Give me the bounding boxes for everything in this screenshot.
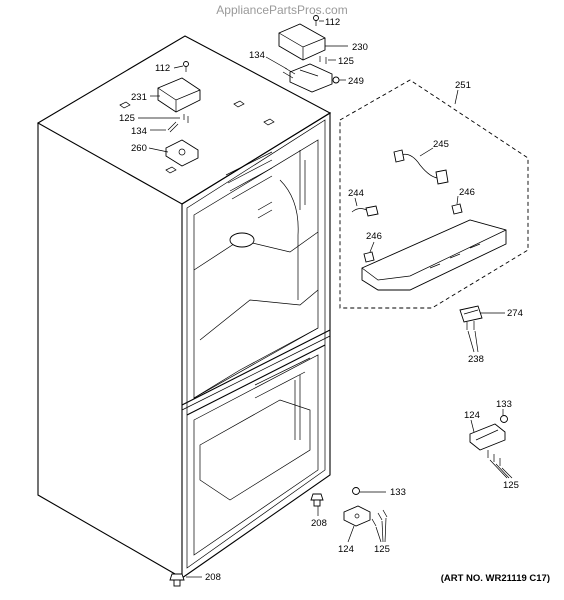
label-231: 231 xyxy=(131,92,147,103)
leader-lines xyxy=(138,20,513,578)
label-125-left: 125 xyxy=(119,113,135,124)
watermark: AppliancePartsPros.com xyxy=(216,3,348,17)
label-124-right: 124 xyxy=(464,410,480,421)
bracket-124-bottom xyxy=(343,487,388,527)
bracket-124-right xyxy=(469,415,508,466)
refrigerator-cabinet xyxy=(36,35,332,579)
label-208-front: 208 xyxy=(311,518,327,529)
label-134-top: 134 xyxy=(249,50,265,61)
label-112-top: 112 xyxy=(325,17,340,28)
label-133-right: 133 xyxy=(496,399,512,410)
art-number: (ART NO. WR21119 C17) xyxy=(440,573,550,584)
label-249: 249 xyxy=(348,76,364,87)
label-244: 244 xyxy=(348,188,364,199)
hinge-cover-230 xyxy=(278,15,340,93)
label-125-bottom: 125 xyxy=(374,544,390,555)
electronics-kit-251 xyxy=(339,79,529,309)
label-134-left: 134 xyxy=(131,126,147,137)
label-274: 274 xyxy=(507,308,523,319)
label-133-bottom: 133 xyxy=(390,487,406,498)
hinge-cover-231 xyxy=(157,61,201,167)
label-246-right: 246 xyxy=(459,187,475,198)
label-230: 230 xyxy=(352,42,368,53)
part-274 xyxy=(459,305,483,330)
label-208-bottom: 208 xyxy=(205,572,221,583)
label-260: 260 xyxy=(131,143,147,154)
label-124-bottom: 124 xyxy=(338,544,354,555)
part-labels: 112 230 125 134 249 112 231 125 134 260 … xyxy=(119,17,523,583)
label-125-right: 125 xyxy=(503,480,519,491)
label-245: 245 xyxy=(433,139,449,150)
leveler-208-front xyxy=(310,493,324,507)
label-125-top: 125 xyxy=(338,56,354,67)
label-251: 251 xyxy=(455,80,471,91)
label-246-left: 246 xyxy=(366,231,382,242)
leveler-208-bottom xyxy=(169,573,185,587)
label-112-left: 112 xyxy=(155,63,170,74)
label-238: 238 xyxy=(468,354,484,365)
